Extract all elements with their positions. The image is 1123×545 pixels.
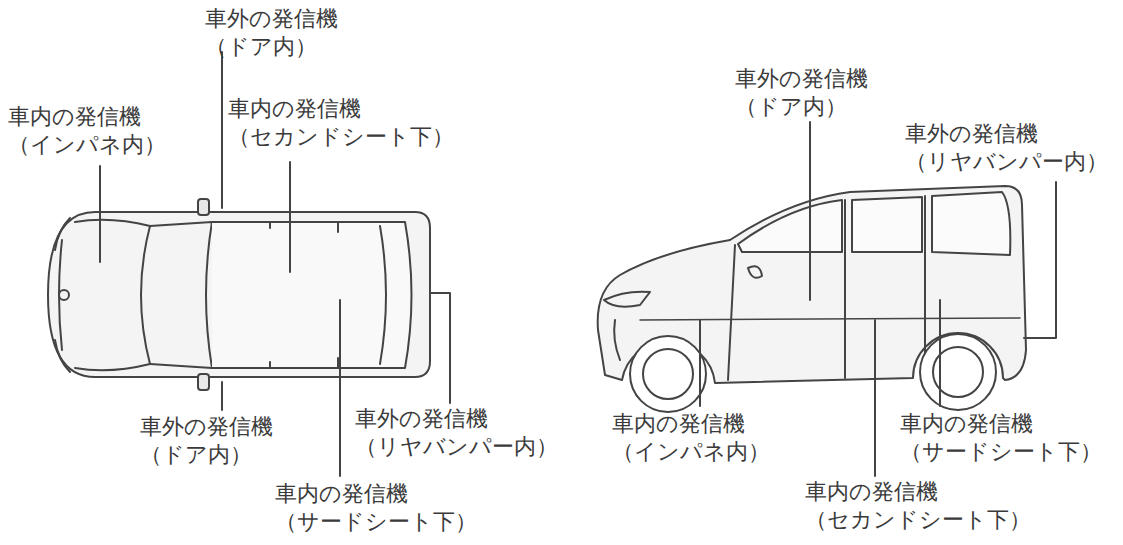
transmitter-label: 車外の発信機 （リヤバンパー内） xyxy=(905,120,1108,175)
transmitter-label: 車外の発信機 （ドア内） xyxy=(735,65,868,120)
transmitter-label: 車内の発信機 （サードシート下） xyxy=(900,410,1102,465)
transmitter-label: 車外の発信機 （ドア内） xyxy=(140,413,273,468)
transmitter-label: 車内の発信機 （インパネ内） xyxy=(612,410,770,465)
transmitter-label: 車外の発信機 （リヤバンパー内） xyxy=(355,405,558,460)
transmitter-label: 車内の発信機 （サードシート下） xyxy=(275,480,477,535)
transmitter-label: 車内の発信機 （セカンドシート下） xyxy=(805,478,1031,533)
transmitter-label: 車外の発信機 （ドア内） xyxy=(205,5,338,60)
transmitter-label: 車内の発信機 （セカンドシート下） xyxy=(228,95,454,150)
transmitter-label: 車内の発信機 （インパネ内） xyxy=(8,103,166,158)
